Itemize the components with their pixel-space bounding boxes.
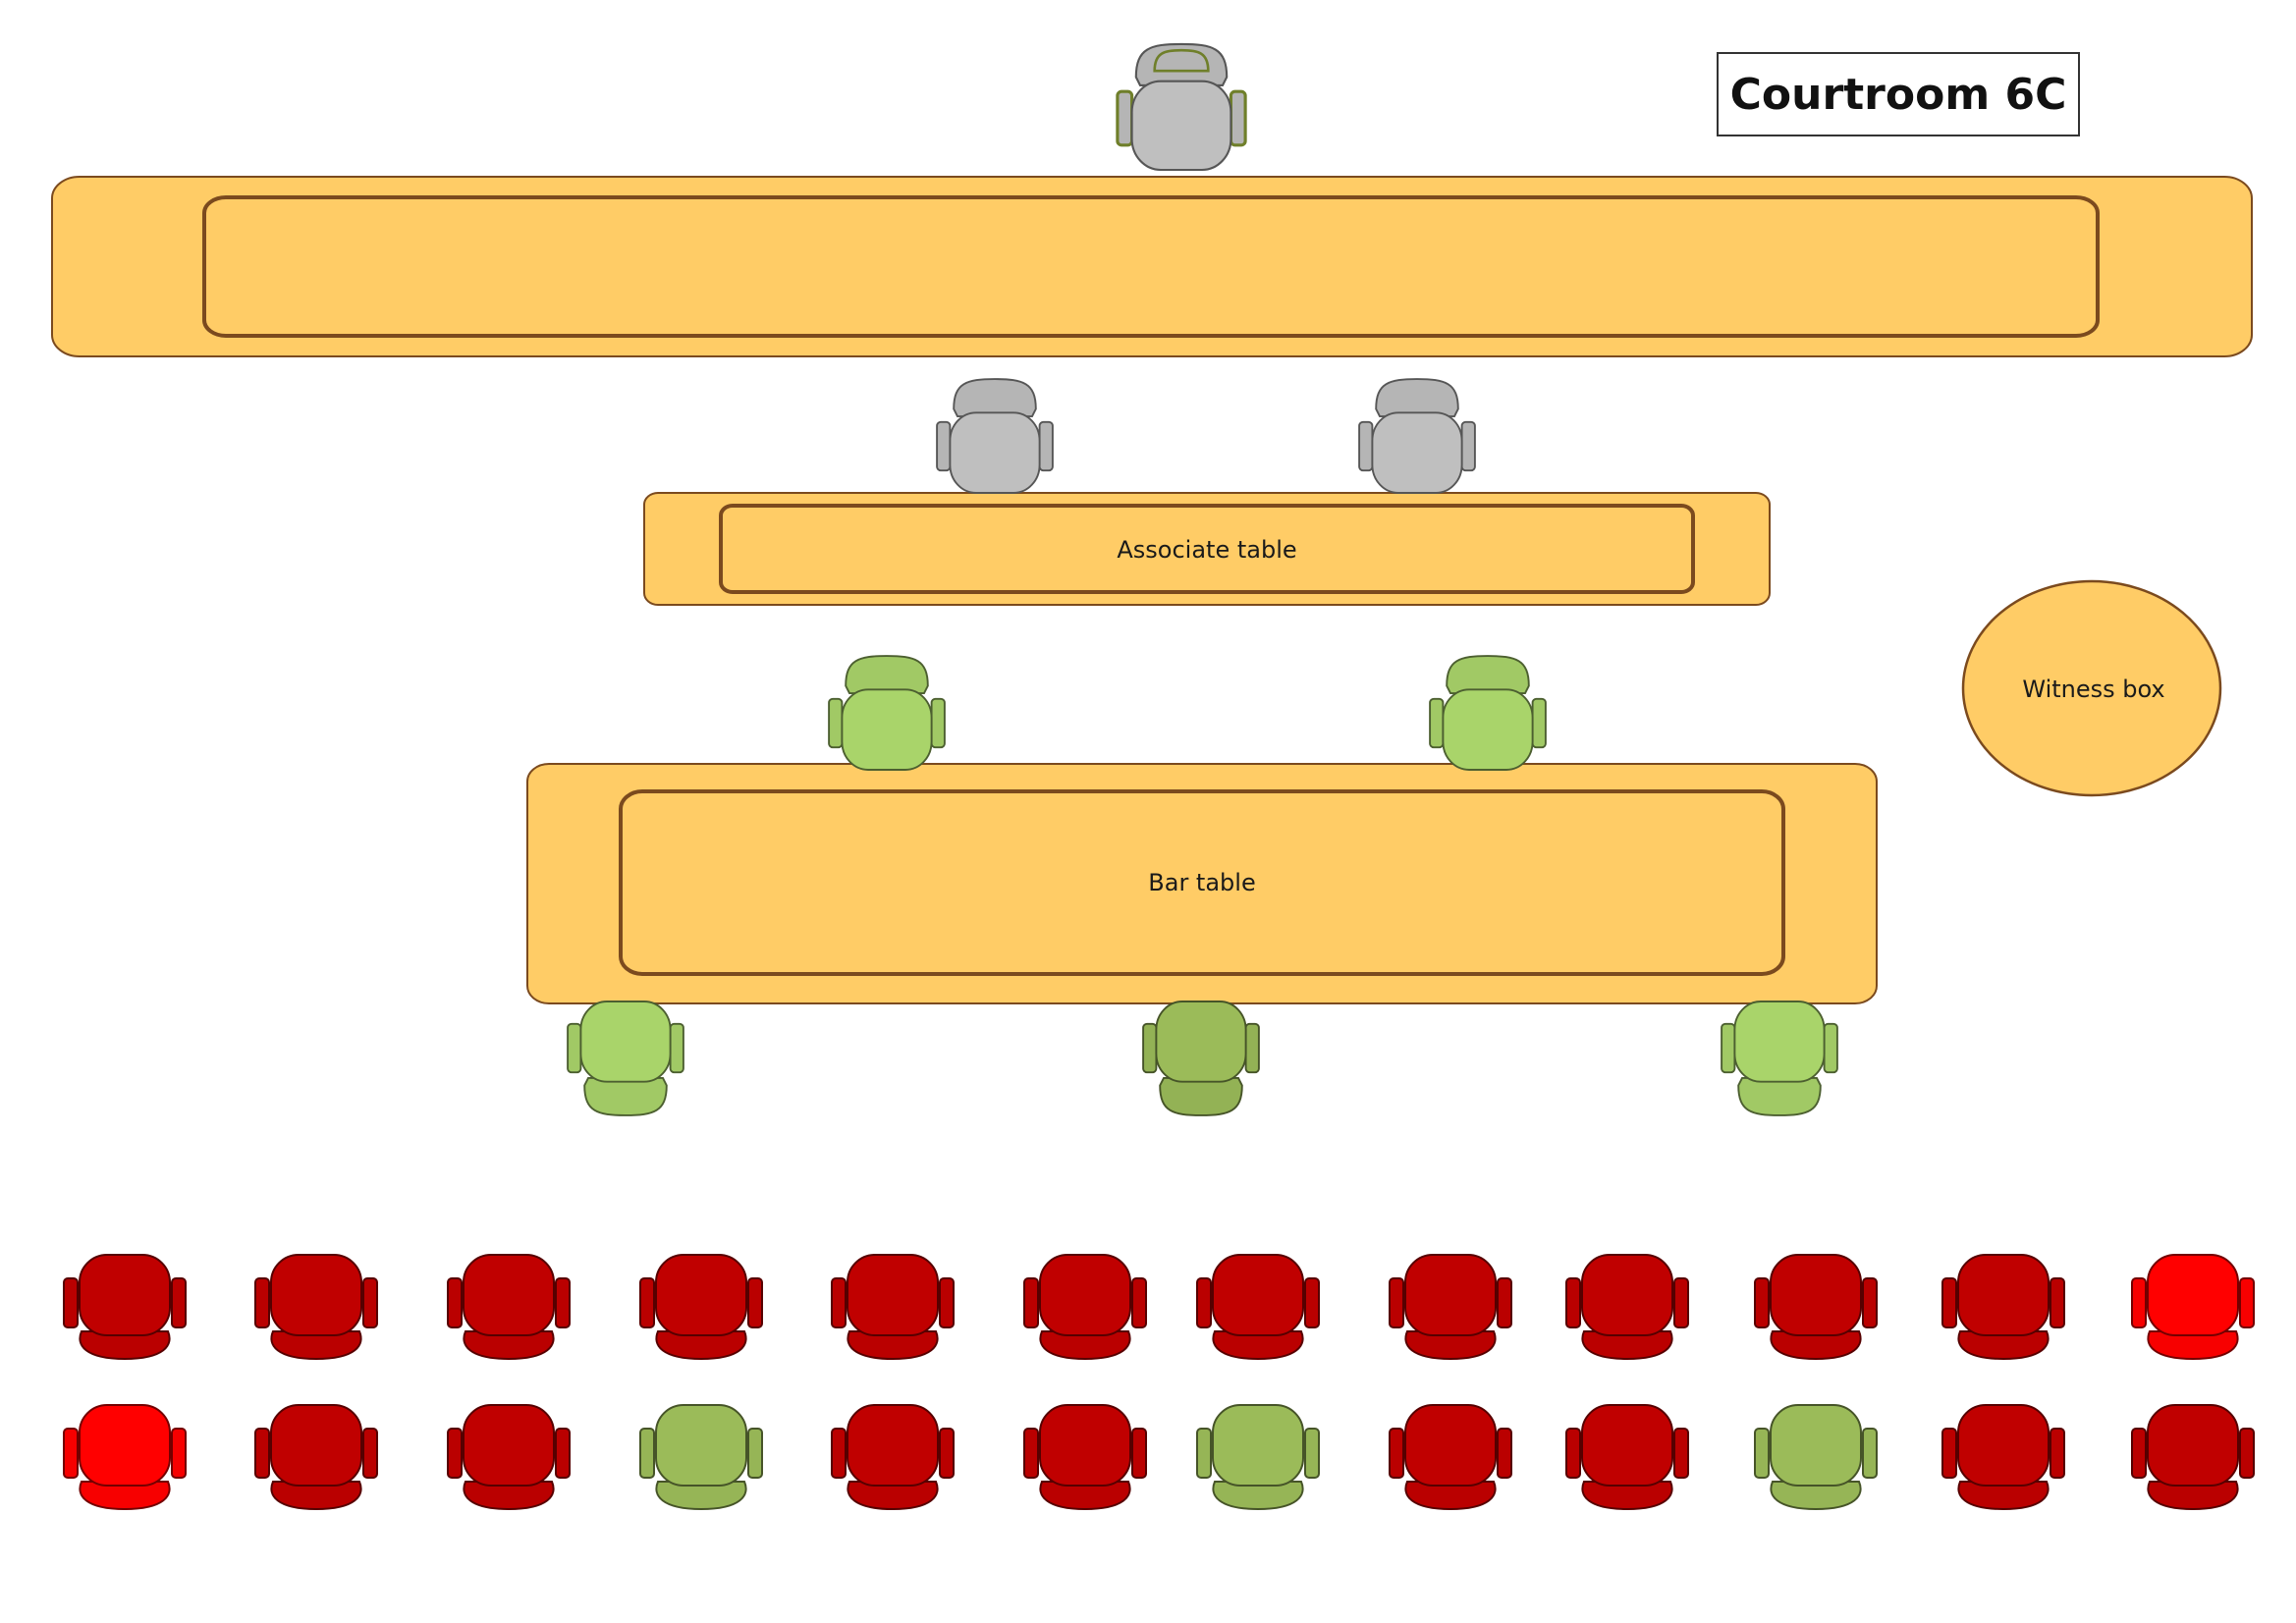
associate-chair[interactable]: [936, 378, 1054, 494]
gallery-chair-row1-7[interactable]: [1196, 1254, 1320, 1361]
gallery-chair-row2-4[interactable]: [639, 1404, 763, 1511]
gallery-chair-row2-11[interactable]: [1941, 1404, 2065, 1511]
bar-back-chair[interactable]: [1142, 1001, 1260, 1116]
bar-table-inner: [619, 789, 1785, 976]
gallery-chair-row1-3[interactable]: [447, 1254, 571, 1361]
gallery-chair-row1-8[interactable]: [1389, 1254, 1512, 1361]
associate-table-label: Associate table: [1117, 536, 1296, 564]
gallery-chair-row2-6[interactable]: [1023, 1404, 1147, 1511]
gallery-chair-row1-10[interactable]: [1754, 1254, 1878, 1361]
gallery-chair-row2-3[interactable]: [447, 1404, 571, 1511]
chairs-layer: [63, 42, 2255, 1511]
witness-box[interactable]: Witness box: [1961, 579, 2222, 797]
bar-back-chair[interactable]: [1721, 1001, 1838, 1116]
gallery-chair-row2-10[interactable]: [1754, 1404, 1878, 1511]
gallery-chair-row1-6[interactable]: [1023, 1254, 1147, 1361]
room-title: Courtroom 6C: [1729, 69, 2067, 120]
associate-table-inner: [719, 504, 1695, 594]
associate-table-outer: [643, 492, 1771, 606]
bar-front-chair[interactable]: [828, 655, 946, 771]
gallery-chair-row1-9[interactable]: [1565, 1254, 1689, 1361]
bar-table-label: Bar table: [1148, 869, 1255, 896]
gallery-chair-row2-5[interactable]: [831, 1404, 955, 1511]
bench-table: [51, 176, 2253, 357]
gallery-chair-row2-7[interactable]: [1196, 1404, 1320, 1511]
associate-table[interactable]: Associate table: [643, 492, 1771, 606]
bench-table-inner: [202, 195, 2100, 338]
gallery-chair-row2-12[interactable]: [2131, 1404, 2255, 1511]
gallery-chair-row1-2[interactable]: [254, 1254, 378, 1361]
gallery-chair-row2-2[interactable]: [254, 1404, 378, 1511]
gallery-chair-row1-11[interactable]: [1941, 1254, 2065, 1361]
judge-chair[interactable]: [1116, 42, 1247, 172]
gallery-chair-row2-1[interactable]: [63, 1404, 187, 1511]
gallery-chair-row1-12[interactable]: [2131, 1254, 2255, 1361]
witness-box-label: Witness box: [2022, 676, 2164, 703]
witness-box-shape: [1961, 579, 2222, 797]
gallery-chair-row2-8[interactable]: [1389, 1404, 1512, 1511]
bar-table[interactable]: Bar table: [526, 763, 1878, 1004]
gallery-chair-row1-4[interactable]: [639, 1254, 763, 1361]
bar-back-chair[interactable]: [567, 1001, 684, 1116]
associate-chair[interactable]: [1358, 378, 1476, 494]
gallery-chair-row1-1[interactable]: [63, 1254, 187, 1361]
gallery-chair-row2-9[interactable]: [1565, 1404, 1689, 1511]
bench-table-outer: [51, 176, 2253, 357]
gallery-chair-row1-5[interactable]: [831, 1254, 955, 1361]
bar-front-chair[interactable]: [1429, 655, 1547, 771]
room-title-box: Courtroom 6C: [1717, 52, 2080, 136]
